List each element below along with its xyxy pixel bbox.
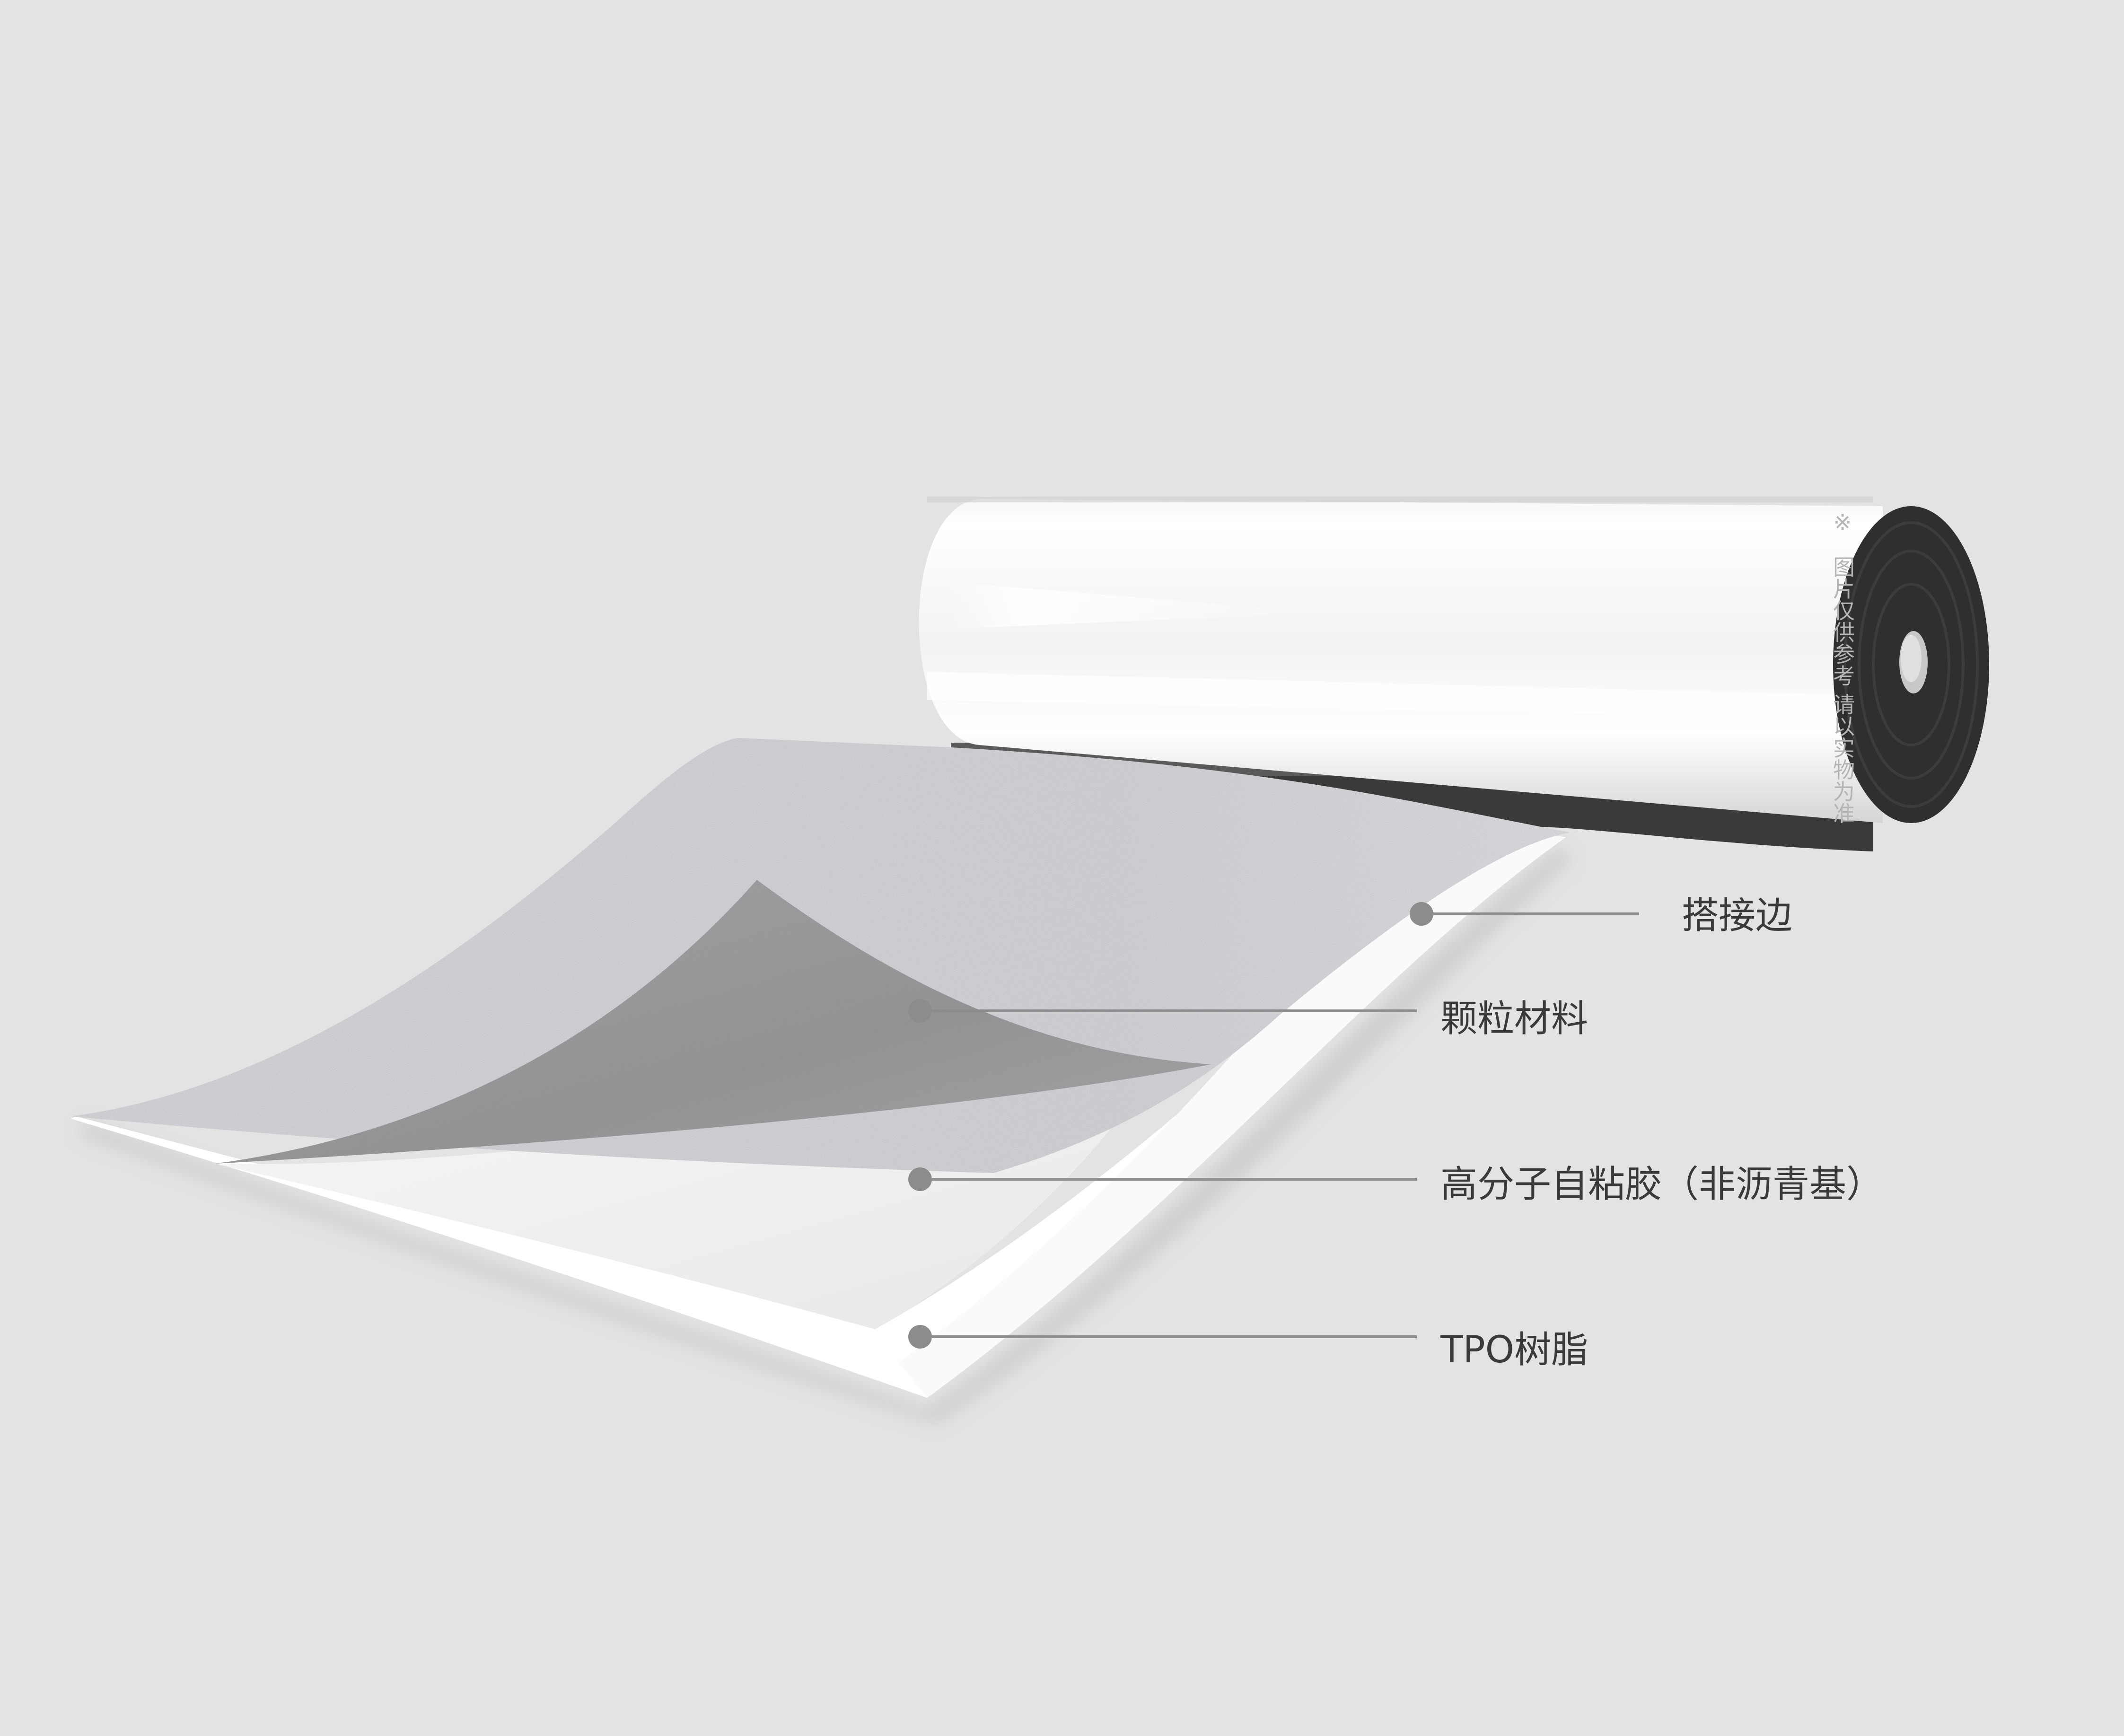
callout-tpo: TPO树脂 xyxy=(908,1325,1588,1371)
leader-dot xyxy=(908,1325,932,1349)
leader-dot xyxy=(908,999,932,1023)
label-adhesive: 高分子自粘胶（非沥青基） xyxy=(1440,1163,1883,1206)
label-tpo: TPO树脂 xyxy=(1440,1329,1588,1371)
leader-dot xyxy=(908,1167,932,1191)
adhesive-layer xyxy=(215,880,1211,1164)
callout-lap-edge: 搭接边 xyxy=(1410,894,1792,937)
leader-dot xyxy=(1410,902,1433,926)
callout-adhesive: 高分子自粘胶（非沥青基） xyxy=(908,1163,1883,1206)
lap-edge-strip xyxy=(899,831,1566,1398)
notice-symbol: ※ xyxy=(1834,509,1852,535)
notice-text: 图片仅供参考 请以实物为准 xyxy=(1830,556,1855,824)
reference-notice: ※ 图片仅供参考 请以实物为准 xyxy=(1830,509,1855,824)
callout-granules: 颗粒材料 xyxy=(908,998,1588,1040)
sheet-shadow xyxy=(80,847,1571,1424)
label-granules: 颗粒材料 xyxy=(1440,998,1588,1040)
membrane-roll xyxy=(919,497,1989,851)
label-lap-edge: 搭接边 xyxy=(1682,894,1792,937)
